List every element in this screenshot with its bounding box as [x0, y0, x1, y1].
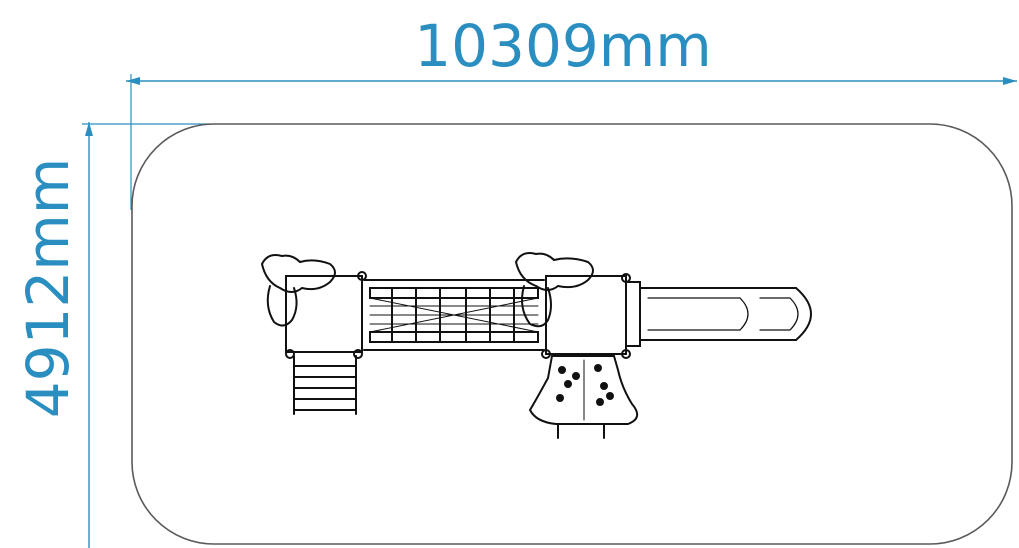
playground-equipment: [260, 252, 812, 439]
depth-dimension-label: 4912mm: [14, 158, 82, 419]
depth-dimension: [82, 122, 210, 548]
left-ladder: [293, 355, 357, 415]
climbing-wall: [528, 355, 639, 439]
left-tower: [260, 254, 367, 359]
slide: [625, 281, 812, 347]
width-dimension-label: 10309mm: [414, 12, 712, 80]
safety-zone-outline: [131, 123, 1013, 545]
bridge: [363, 279, 545, 351]
width-dimension: [126, 74, 1017, 210]
